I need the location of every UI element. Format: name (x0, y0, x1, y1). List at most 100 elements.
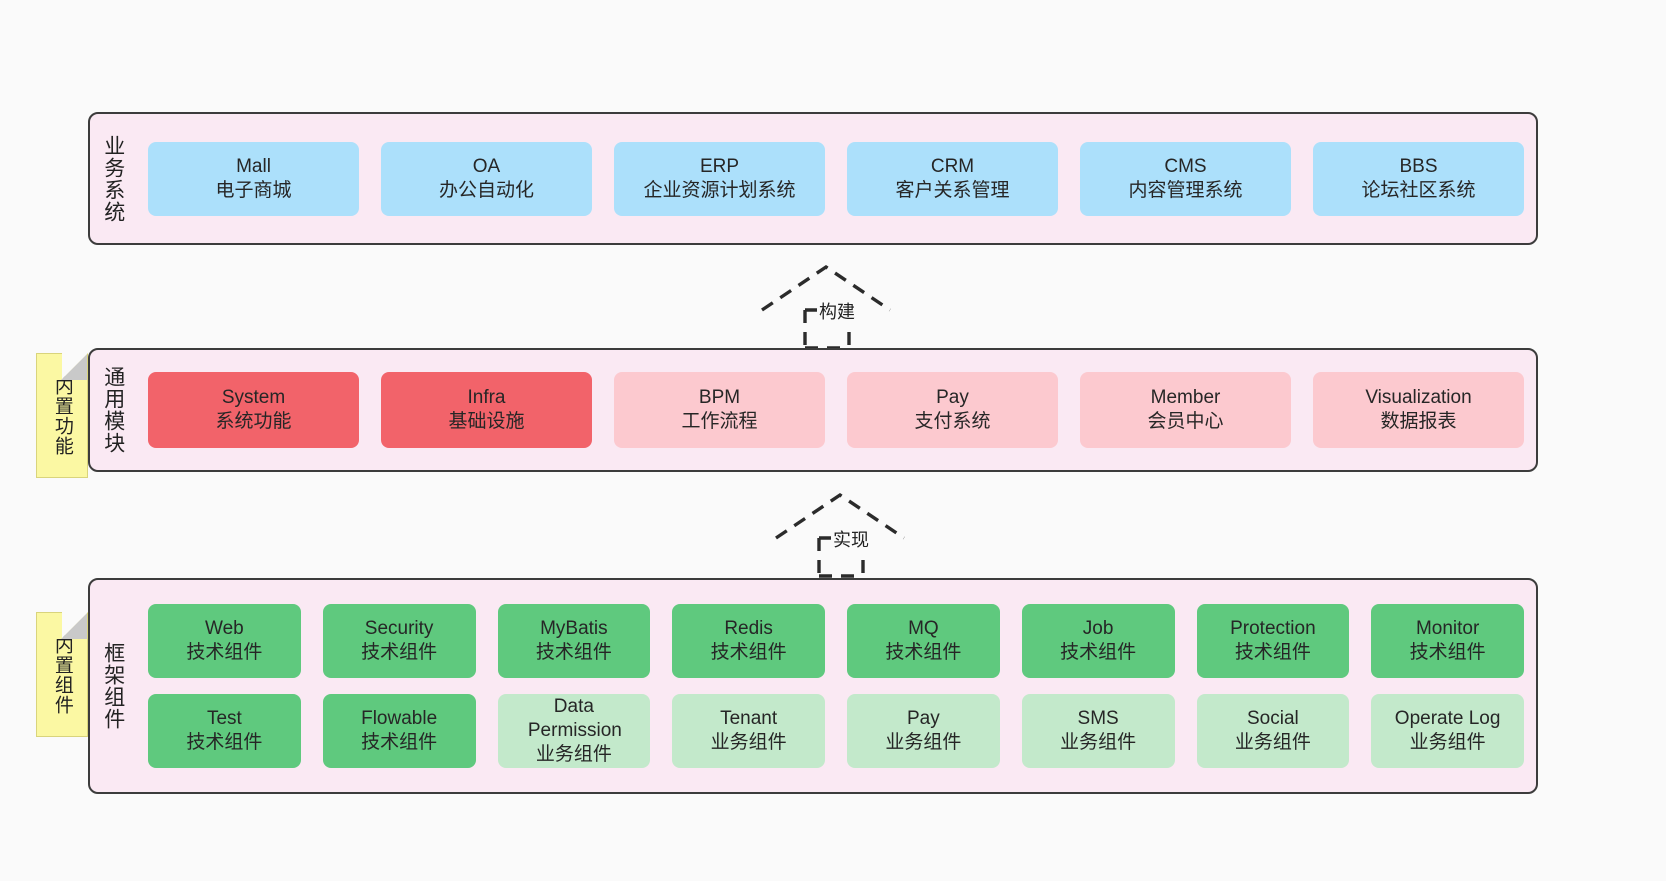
layer-title-framework-component: 框架组件 (101, 642, 125, 730)
card-visualization[interactable]: Visualization 数据报表 (1313, 372, 1524, 448)
card-pay-component[interactable]: Pay 业务组件 (847, 694, 1000, 768)
card-title: Test (206, 708, 242, 730)
card-title: OA (472, 155, 501, 177)
card-title: MyBatis (540, 618, 608, 640)
note-label: 内置功能 (51, 375, 73, 456)
note-builtin-function: 内置功能 (36, 353, 88, 478)
card-subtitle: 客户关系管理 (895, 179, 1010, 201)
card-title: SMS (1077, 708, 1119, 730)
card-title: Visualization (1365, 387, 1472, 409)
card-subtitle: 技术组件 (186, 642, 263, 663)
card-subtitle: 基础设施 (448, 411, 525, 432)
card-erp[interactable]: ERP 企业资源计划系统 (614, 141, 825, 216)
card-social[interactable]: Social 业务组件 (1196, 694, 1350, 768)
card-title: ERP (699, 155, 740, 177)
card-infra[interactable]: Infra 基础设施 (381, 372, 592, 448)
card-cms[interactable]: CMS 内容管理系统 (1080, 141, 1291, 216)
card-crm[interactable]: CRM 客户关系管理 (847, 141, 1058, 216)
connector-build: 构建 (757, 262, 897, 350)
card-subtitle: 企业资源计划系统 (643, 179, 796, 201)
connector-implement: 实现 (771, 490, 911, 578)
card-pay[interactable]: Pay 支付系统 (847, 372, 1058, 448)
card-title: Web (205, 618, 244, 640)
card-subtitle: 论坛社区系统 (1361, 179, 1476, 201)
note-builtin-component: 内置组件 (36, 612, 88, 737)
card-row: Web 技术组件 Security 技术组件 MyBatis 技术组件 Redi… (148, 604, 1524, 678)
card-job[interactable]: Job 技术组件 (1021, 604, 1175, 678)
layer-business-system: 业务系统 Mall 电子商城 OA 办公自动化 ERP 企业资源计划系统 CRM… (88, 112, 1538, 245)
card-title: Protection (1230, 618, 1316, 640)
card-subtitle: 业务组件 (535, 743, 612, 765)
card-oa[interactable]: OA 办公自动化 (381, 141, 592, 216)
card-subtitle: 内容管理系统 (1128, 179, 1243, 201)
card-data-permission[interactable]: Data Permission 业务组件 (497, 694, 651, 768)
card-title: Data Permission (527, 696, 622, 742)
card-tenant[interactable]: Tenant 业务组件 (672, 694, 825, 768)
card-title: Member (1150, 387, 1221, 409)
card-security[interactable]: Security 技术组件 (322, 604, 476, 678)
card-system[interactable]: System 系统功能 (148, 372, 359, 448)
card-title: System (221, 387, 286, 409)
card-monitor[interactable]: Monitor 技术组件 (1371, 604, 1524, 678)
card-subtitle: 业务组件 (885, 732, 962, 753)
card-row: Mall 电子商城 OA 办公自动化 ERP 企业资源计划系统 CRM 客户关系… (148, 141, 1524, 216)
card-subtitle: 业务组件 (1234, 732, 1311, 753)
card-subtitle: 技术组件 (361, 732, 438, 753)
card-test[interactable]: Test 技术组件 (148, 694, 301, 768)
card-bbs[interactable]: BBS 论坛社区系统 (1313, 141, 1524, 216)
card-subtitle: 业务组件 (1060, 732, 1137, 753)
card-subtitle: 技术组件 (710, 642, 787, 663)
arrowhead-triangle-open (775, 492, 905, 540)
card-title: BBS (1399, 155, 1438, 177)
layer-title-common-module: 通用模块 (101, 366, 125, 454)
card-mq[interactable]: MQ 技术组件 (847, 604, 1000, 678)
card-title: Operate Log (1394, 708, 1501, 730)
card-flowable[interactable]: Flowable 技术组件 (322, 694, 476, 768)
card-mybatis[interactable]: MyBatis 技术组件 (497, 604, 651, 678)
connector-label: 构建 (817, 298, 857, 324)
card-subtitle: 技术组件 (1060, 642, 1137, 663)
card-subtitle: 会员中心 (1147, 411, 1224, 432)
card-subtitle: 电子商城 (215, 179, 292, 201)
card-bpm[interactable]: BPM 工作流程 (614, 372, 825, 448)
card-subtitle: 支付系统 (914, 411, 991, 432)
layer-body-common-module: System 系统功能 Infra 基础设施 BPM 工作流程 Pay 支付系统… (136, 350, 1536, 470)
card-title: Redis (724, 618, 773, 640)
layer-title-business-system: 业务系统 (101, 134, 125, 223)
card-sms[interactable]: SMS 业务组件 (1021, 694, 1175, 768)
card-subtitle: 技术组件 (1234, 642, 1311, 663)
card-title: CMS (1164, 155, 1207, 177)
card-operate-log[interactable]: Operate Log 业务组件 (1371, 694, 1524, 768)
card-subtitle: 技术组件 (1409, 642, 1486, 663)
card-subtitle: 工作流程 (681, 411, 758, 432)
card-subtitle: 技术组件 (361, 642, 438, 663)
card-title: Pay (907, 708, 940, 730)
card-subtitle: 业务组件 (1409, 732, 1486, 753)
card-subtitle: 技术组件 (535, 642, 612, 663)
card-row: System 系统功能 Infra 基础设施 BPM 工作流程 Pay 支付系统… (148, 372, 1524, 448)
card-member[interactable]: Member 会员中心 (1080, 372, 1291, 448)
card-subtitle: 办公自动化 (438, 179, 534, 201)
arrowhead-triangle-open (761, 264, 891, 312)
card-subtitle: 技术组件 (186, 732, 263, 753)
note-label: 内置组件 (51, 634, 73, 715)
card-subtitle: 技术组件 (885, 642, 962, 663)
card-title: Mall (236, 155, 271, 177)
card-title: Infra (467, 387, 506, 409)
card-subtitle: 系统功能 (215, 411, 292, 432)
layer-body-business-system: Mall 电子商城 OA 办公自动化 ERP 企业资源计划系统 CRM 客户关系… (136, 114, 1536, 243)
card-mall[interactable]: Mall 电子商城 (148, 141, 359, 216)
card-subtitle: 业务组件 (710, 732, 787, 753)
connector-label: 实现 (831, 526, 871, 552)
card-title: Social (1247, 708, 1299, 730)
card-web[interactable]: Web 技术组件 (148, 604, 301, 678)
card-protection[interactable]: Protection 技术组件 (1196, 604, 1350, 678)
card-redis[interactable]: Redis 技术组件 (672, 604, 825, 678)
card-row: Test 技术组件 Flowable 技术组件 Data Permission … (148, 694, 1524, 768)
layer-framework-component: 框架组件 Web 技术组件 Security 技术组件 MyBatis 技术组件… (88, 578, 1538, 794)
card-title: Tenant (720, 708, 778, 730)
card-title: Pay (936, 387, 969, 409)
layer-common-module: 通用模块 System 系统功能 Infra 基础设施 BPM 工作流程 Pay… (88, 348, 1538, 472)
card-title: MQ (908, 618, 939, 640)
